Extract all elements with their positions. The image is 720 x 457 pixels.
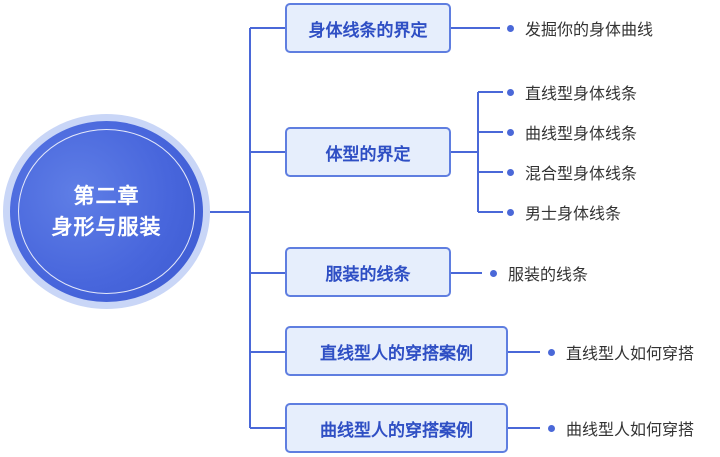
bullet-dot xyxy=(507,168,514,176)
root-title-line1: 第二章 xyxy=(73,183,140,208)
node-body-type-definition: 体型的界定 xyxy=(285,127,451,177)
bullet-dot xyxy=(507,88,514,96)
bullet-dot xyxy=(507,208,514,216)
node-curvy-type-outfit-cases: 曲线型人的穿搭案例 xyxy=(285,403,508,453)
leaf-item: 混合型身体线条 xyxy=(507,161,637,183)
leaf-item: 曲线型人如何穿搭 xyxy=(548,417,694,439)
node-straight-type-outfit-cases: 直线型人的穿搭案例 xyxy=(285,326,508,376)
leaf-item: 服装的线条 xyxy=(490,262,588,284)
leaf-label: 服装的线条 xyxy=(508,265,589,284)
root-title: 第二章 身形与服装 xyxy=(18,129,195,294)
leaf-item: 直线型人如何穿搭 xyxy=(548,341,694,363)
leaf-label: 曲线型身体线条 xyxy=(525,124,638,143)
leaf-item: 直线型身体线条 xyxy=(507,81,637,103)
node-body-line-definition: 身体线条的界定 xyxy=(285,3,451,53)
leaf-label: 发掘你的身体曲线 xyxy=(525,20,654,39)
leaf-label: 直线型人如何穿搭 xyxy=(566,344,695,363)
node-clothing-lines: 服装的线条 xyxy=(285,247,451,297)
bullet-dot xyxy=(548,424,555,432)
bullet-dot xyxy=(490,269,497,277)
leaf-item: 曲线型身体线条 xyxy=(507,121,637,143)
leaf-label: 混合型身体线条 xyxy=(525,164,638,183)
leaf-label: 男士身体线条 xyxy=(525,204,622,223)
leaf-item: 男士身体线条 xyxy=(507,201,621,223)
root-hub-ring xyxy=(18,129,195,294)
root-title-line2: 身形与服装 xyxy=(51,214,162,239)
bullet-dot xyxy=(507,128,514,136)
leaf-label: 曲线型人如何穿搭 xyxy=(566,420,695,439)
leaf-label: 直线型身体线条 xyxy=(525,84,638,103)
leaf-item: 发掘你的身体曲线 xyxy=(507,17,653,39)
bullet-dot xyxy=(507,24,514,32)
bullet-dot xyxy=(548,348,555,356)
